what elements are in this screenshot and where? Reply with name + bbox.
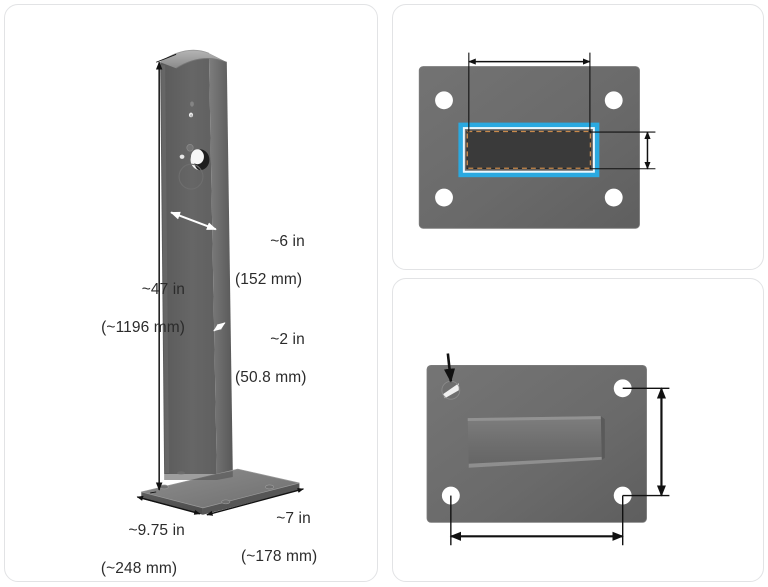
dimension-label-width: ~6 in (152 mm) — [235, 233, 305, 288]
pedestal-drawing — [136, 49, 305, 516]
mounting-plate-rear — [426, 365, 647, 523]
highlighted-cutout[interactable] — [458, 122, 600, 178]
leader-line-hole-diameter — [443, 353, 456, 383]
dimension-line-bolt-spacing-horizontal — [449, 495, 624, 546]
plate-rear-stage: Ø ~0.53 in (~13.5 mm) ~4.7 in (~120 mm) … — [393, 279, 763, 581]
panel-pedestal-view: ~47 in (~1196 mm) ~6 in (152 mm) ~2 in (… — [4, 4, 378, 582]
bolt-hole-top-left — [435, 91, 453, 110]
dimension-line-cutout-width — [468, 52, 591, 133]
dimension-label-base-width: ~9.75 in (~248 mm) — [100, 522, 185, 577]
plate-rear-drawing — [426, 353, 670, 546]
dimension-label-height: ~47 in (~1196 mm) — [101, 281, 185, 336]
bolt-hole-bottom-right — [604, 188, 623, 207]
plate-raised-rib — [467, 416, 605, 468]
plate-front-stage: ~5.75 in (~146.1 mm) ~1.75 in (~44.5 mm) — [393, 5, 763, 269]
bolt-hole-top-left-rear — [441, 380, 461, 400]
bolt-hole-bottom-left — [435, 188, 453, 207]
dimension-line-bolt-spacing-vertical — [622, 387, 670, 497]
dimension-line-width — [170, 211, 217, 231]
pedestal-stage: ~47 in (~1196 mm) ~6 in (152 mm) ~2 in (… — [5, 5, 377, 581]
dimension-line-base-depth — [206, 487, 305, 516]
dimension-line-depth — [213, 322, 226, 332]
dimension-label-base-depth: ~7 in (~178 mm) — [241, 510, 318, 565]
panel-plate-front-view: ~5.75 in (~146.1 mm) ~1.75 in (~44.5 mm) — [392, 4, 764, 270]
pedestal-main-hole — [190, 149, 210, 171]
dimension-label-depth: ~2 in (50.8 mm) — [235, 331, 307, 386]
dimension-line-base-width — [136, 495, 201, 515]
bolt-hole-top-right — [604, 91, 623, 110]
plate-front-drawing — [418, 52, 656, 229]
dimension-line-cutout-height — [589, 131, 656, 170]
dimension-line-height — [150, 53, 177, 494]
pedestal-face-features — [178, 101, 210, 190]
panel-plate-rear-view: Ø ~0.53 in (~13.5 mm) ~4.7 in (~120 mm) … — [392, 278, 764, 582]
